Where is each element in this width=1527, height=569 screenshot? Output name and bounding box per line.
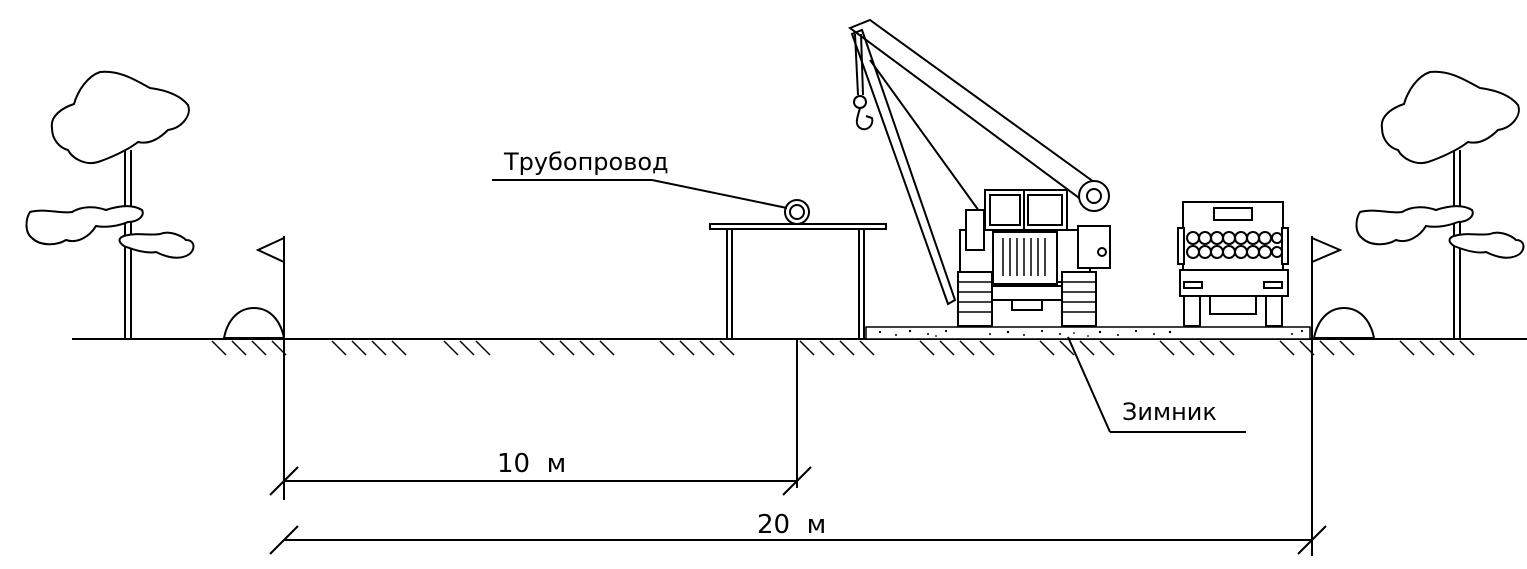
dimension-10m-label: 10 м [497, 449, 566, 479]
winter-road-leader-line [1067, 336, 1111, 433]
ground-hatching [211, 340, 1475, 356]
boundary-marker-left [222, 236, 286, 500]
pipeline-leader-arrow [651, 179, 788, 209]
dimension-10m [269, 466, 812, 496]
pipe-support-table [709, 223, 887, 339]
boundary-marker-right [1311, 236, 1376, 556]
winter-road-strip [865, 326, 1311, 340]
pipelayer-crane-icon [847, 18, 1111, 327]
tree-left [25, 70, 195, 338]
tree-right [1355, 70, 1525, 338]
pipe-truck-icon [1177, 201, 1289, 327]
winter-road-label: Зимник [1122, 398, 1217, 426]
dimension-20m [269, 525, 1327, 555]
pipe-icon [784, 199, 810, 225]
pipeline-label: Трубопровод [503, 148, 669, 176]
dimension-20m-label: 20 м [757, 510, 826, 540]
